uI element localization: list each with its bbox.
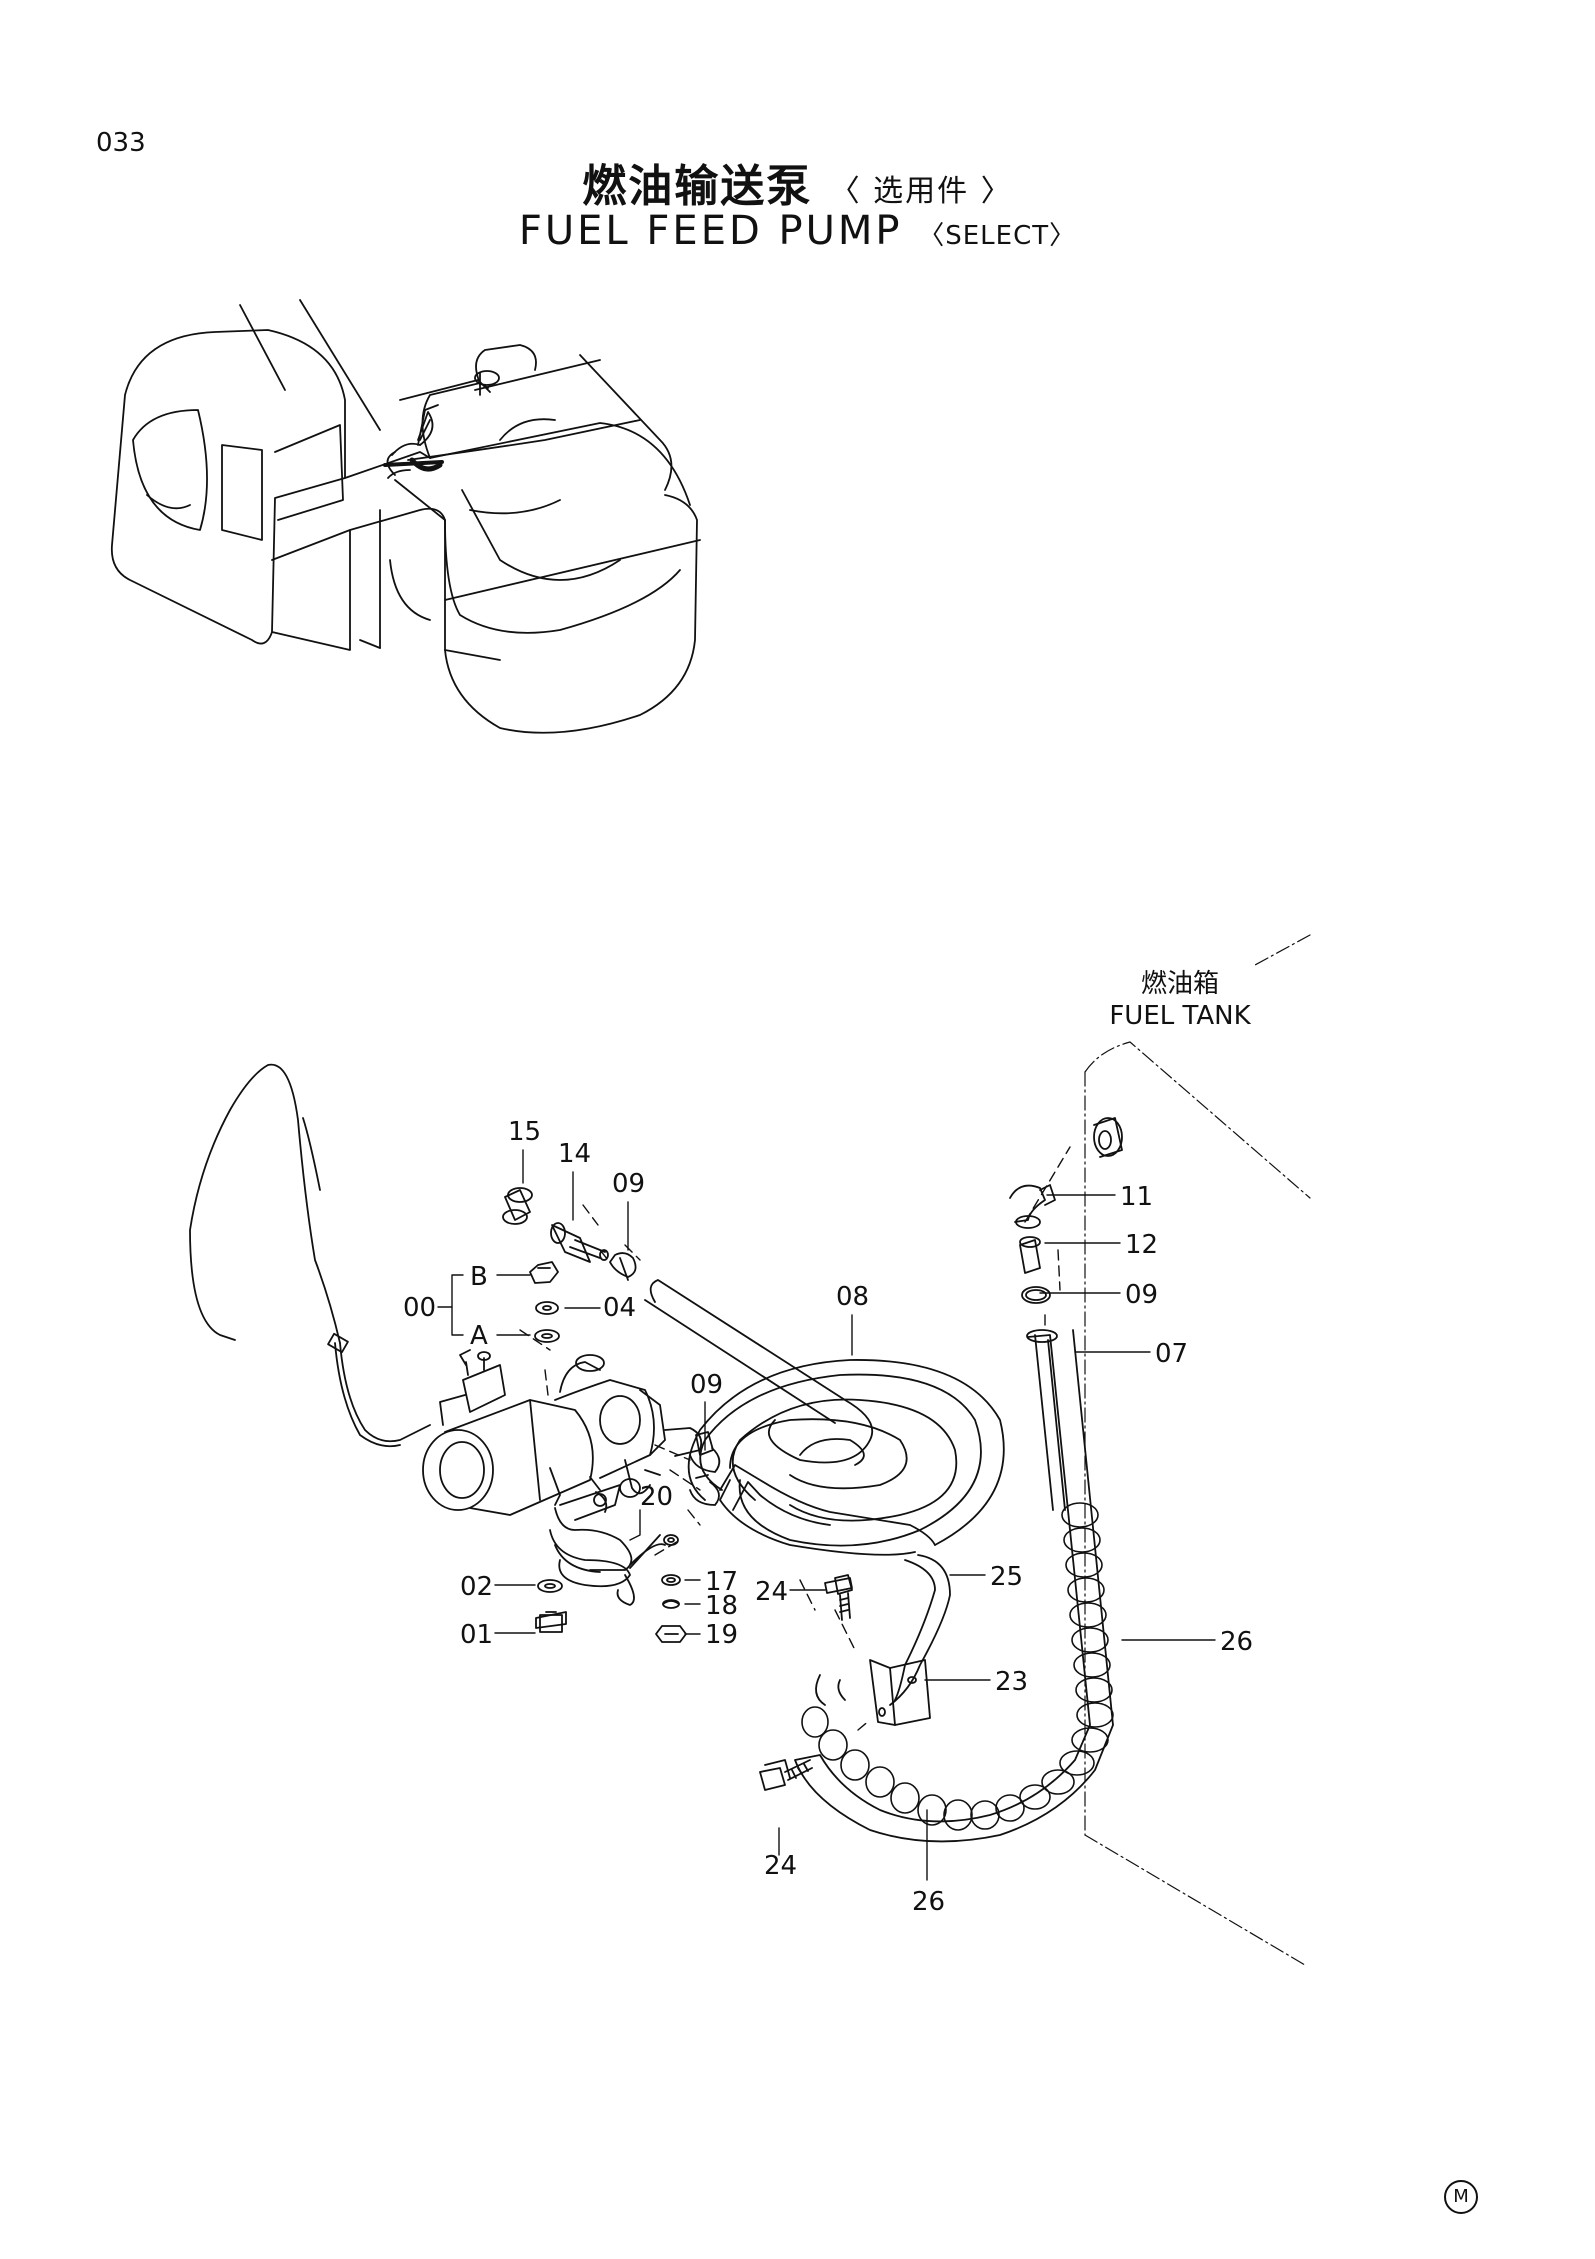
callout-18: 18 [705,1591,738,1621]
callout-23: 23 [995,1667,1028,1697]
callout-15: 15 [508,1117,541,1147]
callout-17: 17 [705,1567,738,1597]
hose-coil [644,1279,1005,1706]
corrugation [801,1502,1114,1831]
callout-02: 02 [460,1572,493,1602]
callout-a: A [470,1321,488,1351]
callout-07: 07 [1155,1339,1188,1369]
callout-26-a: 26 [1220,1627,1253,1657]
tank-port [1093,1117,1123,1158]
m-mark: M [1444,2180,1478,2214]
sensor-wire [189,1063,431,1448]
callout-12: 12 [1125,1230,1158,1260]
wire-coil [549,1507,666,1606]
callout-19: 19 [705,1620,738,1650]
fuel-tank-label-en: FUEL TANK [1109,1001,1251,1031]
callout-labels: 15 14 09 00 B A 04 08 09 02 01 20 17 18 … [403,1117,1253,1917]
callout-09-b: 09 [690,1370,723,1400]
fuel-tank-label-cn: 燃油箱 [1140,969,1219,999]
fuel-tank-label: 燃油箱 FUEL TANK [1080,968,1280,1032]
callout-04: 04 [603,1293,636,1323]
title-en-select: 〈SELECT〉 [918,221,1077,251]
page-number: 033 [96,128,146,158]
callout-20: 20 [640,1482,673,1512]
title-cn-main: 燃油输送泵 [582,161,813,212]
pump-assembly [422,1349,703,1521]
title-english: FUEL FEED PUMP 〈SELECT〉 [0,208,1595,254]
excavator-overview [110,299,701,734]
callout-08: 08 [836,1282,869,1312]
pump-dash-lines [519,1146,1071,1731]
callout-b: B [470,1262,488,1292]
callout-01: 01 [460,1620,493,1650]
callout-14: 14 [558,1139,591,1169]
callout-26-b: 26 [912,1887,945,1917]
title-en-main: FUEL FEED PUMP [518,208,903,254]
callout-24-a: 24 [755,1577,788,1607]
title-cn-select: 〈 选用件 〉 [829,174,1013,209]
title-chinese: 燃油输送泵 〈 选用件 〉 [0,150,1595,214]
callout-24-b: 24 [764,1851,797,1881]
callout-09-c: 09 [1125,1280,1158,1310]
callout-11: 11 [1120,1182,1153,1212]
bracket-and-bolts [759,1574,931,1791]
callout-00: 00 [403,1293,436,1323]
callout-25: 25 [990,1562,1023,1592]
fuel-tank-outline [1084,934,1311,1966]
callout-09-a: 09 [612,1169,645,1199]
small-parts [502,1187,721,1643]
leader-lines [437,1149,1216,1881]
